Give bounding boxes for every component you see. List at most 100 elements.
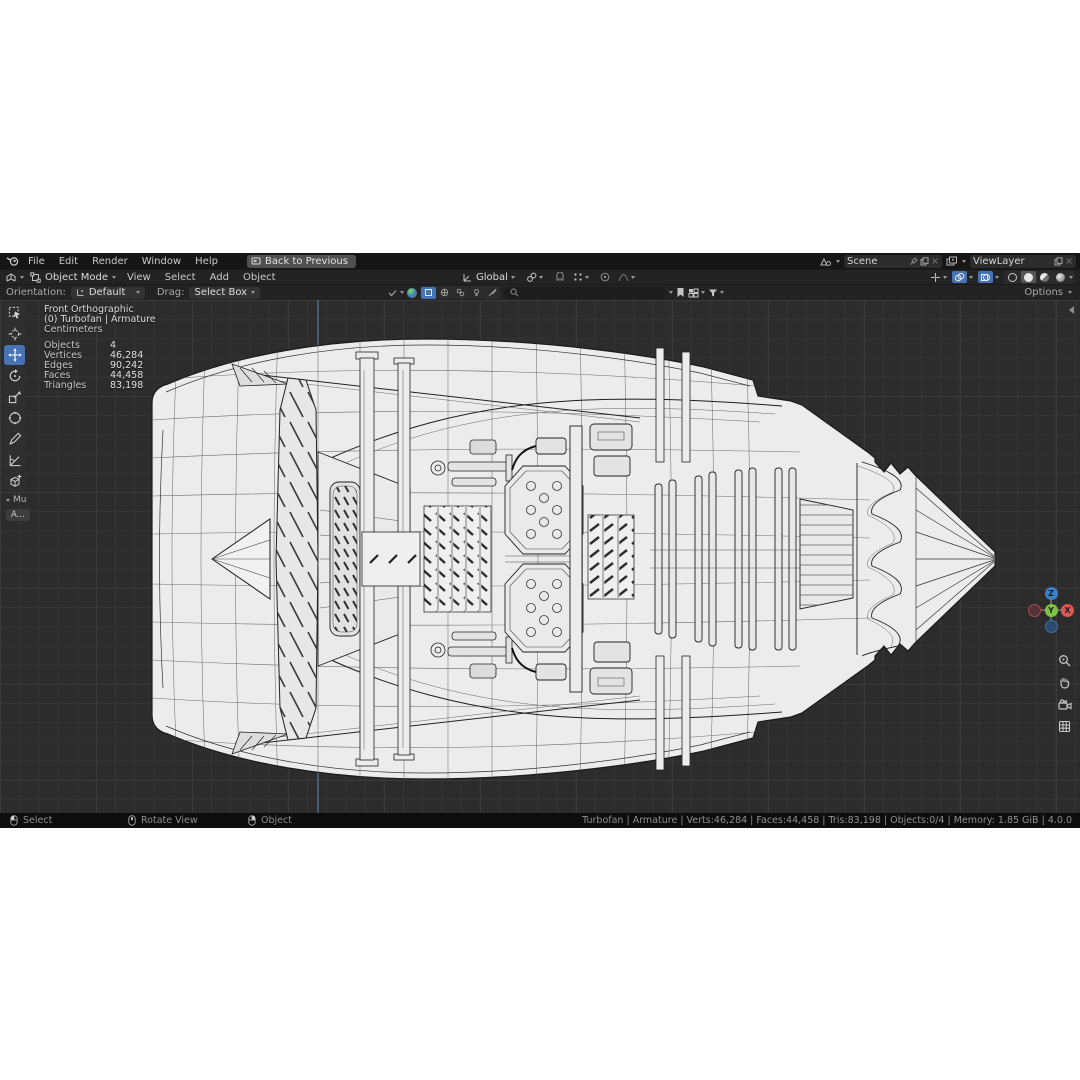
view-layer-browse-chevron[interactable]: [962, 259, 966, 263]
toggle-ortho-button[interactable]: [1056, 718, 1073, 735]
stat-value: 4: [110, 340, 117, 351]
drag-label: Drag:: [156, 287, 185, 298]
stat-label: Faces: [44, 370, 71, 381]
pivot-point-dropdown[interactable]: [526, 272, 543, 283]
material-preview-ball-icon[interactable]: [407, 287, 417, 298]
filter-toggle-world[interactable]: [437, 287, 452, 299]
scene-name-field[interactable]: Scene: [844, 254, 942, 268]
editor-type-button[interactable]: [5, 272, 24, 283]
drag-value-dropdown[interactable]: Select Box: [189, 286, 261, 299]
mouse-middle-icon: [128, 815, 136, 826]
tool-cursor[interactable]: [4, 324, 25, 344]
options-dropdown[interactable]: Options: [1024, 287, 1072, 298]
search-options-chevron[interactable]: [669, 291, 673, 294]
tool-move[interactable]: [4, 345, 25, 365]
blender-logo-icon[interactable]: [6, 255, 21, 267]
show-gizmo-dropdown[interactable]: [930, 272, 947, 283]
bookmark-icon[interactable]: [676, 287, 685, 298]
orientation-axes-icon: [463, 273, 471, 281]
gizmo-axis-z-neg[interactable]: [1044, 620, 1058, 633]
back-screen-icon: [251, 257, 261, 264]
tool-add-cube[interactable]: [4, 471, 25, 491]
gizmo-axis-x-neg[interactable]: [1028, 603, 1041, 617]
view-layer-field[interactable]: ViewLayer: [970, 254, 1076, 268]
tool-rotate[interactable]: [4, 366, 25, 386]
remove-view-layer-icon[interactable]: [1065, 257, 1073, 265]
tool-transform[interactable]: [4, 408, 25, 428]
orientation-label: Orientation:: [6, 287, 66, 298]
snap-toggle[interactable]: [553, 271, 568, 283]
tool-select-box[interactable]: [4, 303, 25, 323]
show-overlays-dropdown[interactable]: [952, 271, 973, 283]
active-object-label: (0) Turbofan | Armature: [44, 314, 156, 325]
menu-window[interactable]: Window: [141, 255, 182, 267]
new-view-layer-icon[interactable]: [1054, 256, 1063, 266]
tool-scale[interactable]: [4, 387, 25, 407]
pan-hand-button[interactable]: [1056, 674, 1073, 691]
scene-icon[interactable]: [819, 256, 832, 267]
proportional-falloff-dropdown[interactable]: [618, 272, 635, 282]
menu-render[interactable]: Render: [92, 255, 128, 267]
falloff-curve-icon: [618, 274, 629, 282]
filter-check-icon[interactable]: [388, 289, 397, 297]
shading-rendered-button[interactable]: [1053, 271, 1068, 283]
view-layer-icon[interactable]: [946, 256, 958, 266]
menu-add[interactable]: Add: [209, 271, 229, 283]
filter-toggle-brush[interactable]: [485, 287, 500, 299]
filter-toggle-mesh[interactable]: [453, 287, 468, 299]
proportional-editing-toggle[interactable]: [598, 271, 613, 283]
filter-chevron[interactable]: [400, 291, 404, 294]
navigation-gizmo[interactable]: Z X Y: [1028, 587, 1074, 633]
gizmo-axis-z[interactable]: Z: [1044, 587, 1058, 600]
filter-toggle-light[interactable]: [469, 287, 484, 299]
units-label: Centimeters: [44, 324, 103, 335]
new-scene-icon[interactable]: [920, 256, 929, 266]
scene-browse-chevron[interactable]: [836, 259, 840, 263]
tool-popover-button[interactable]: A...: [6, 509, 30, 521]
gizmo-axis-x[interactable]: X: [1061, 603, 1074, 617]
menu-select[interactable]: Select: [164, 271, 196, 283]
stat-value: 83,198: [110, 380, 144, 391]
search-input[interactable]: [504, 286, 666, 299]
menu-file[interactable]: File: [28, 255, 45, 267]
menu-view[interactable]: View: [127, 271, 151, 283]
display-mode-icon: [688, 288, 699, 297]
menu-object[interactable]: Object: [242, 271, 276, 283]
shading-material-button[interactable]: [1037, 271, 1052, 283]
menu-edit[interactable]: Edit: [58, 255, 79, 267]
editor-3d-viewport-icon: [6, 272, 16, 281]
filter-funnel-dropdown[interactable]: [708, 288, 724, 298]
shading-mode-group: [1004, 270, 1074, 284]
search-icon: [510, 288, 519, 297]
camera-view-button[interactable]: [1056, 696, 1073, 713]
snap-settings-dropdown[interactable]: [573, 272, 589, 282]
gizmo-axis-y[interactable]: Y: [1044, 603, 1058, 617]
tool-annotate[interactable]: [4, 429, 25, 449]
viewport-3d[interactable]: Front Orthographic (0) Turbofan | Armatu…: [0, 300, 1080, 813]
snap-grid-icon: [574, 273, 582, 281]
mouse-left-icon: [10, 815, 18, 826]
shading-wireframe-button[interactable]: [1005, 271, 1020, 283]
xray-toggle-dropdown[interactable]: [978, 271, 999, 283]
funnel-icon: [709, 289, 717, 296]
tool-measure[interactable]: [4, 450, 25, 470]
menu-help[interactable]: Help: [195, 255, 218, 267]
back-to-previous-button[interactable]: Back to Previous: [246, 254, 356, 268]
orientation-value-dropdown[interactable]: Default: [70, 286, 145, 299]
filter-toggle-group: [420, 286, 501, 299]
hint-select: Select: [10, 815, 52, 826]
sidebar-collapse-arrow[interactable]: [1069, 306, 1074, 314]
redo-panel-collapsed[interactable]: Mu: [6, 495, 26, 505]
mode-selector[interactable]: Object Mode: [30, 272, 116, 283]
display-mode-dropdown[interactable]: [688, 288, 705, 298]
stat-label: Vertices: [44, 350, 82, 361]
stat-value: 46,284: [110, 350, 144, 361]
filter-toggle-object[interactable]: [421, 286, 436, 299]
shading-options-chevron[interactable]: [1069, 275, 1073, 279]
shading-solid-button[interactable]: [1021, 271, 1036, 283]
pin-icon[interactable]: [909, 256, 918, 266]
transform-orientation-dropdown[interactable]: Global: [462, 272, 515, 283]
zoom-button[interactable]: [1056, 652, 1073, 669]
unlink-scene-icon[interactable]: [931, 257, 939, 265]
